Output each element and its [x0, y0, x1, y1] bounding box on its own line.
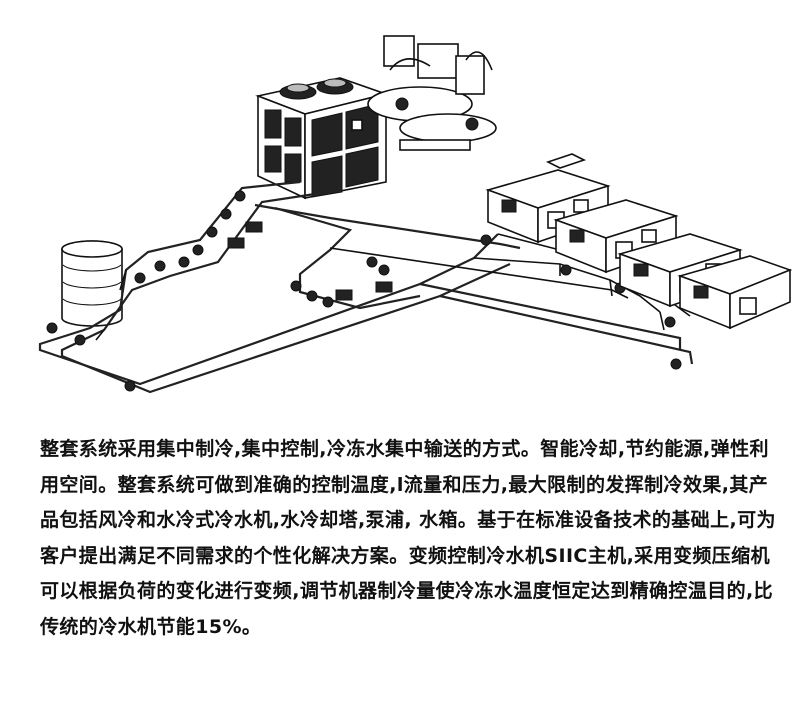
pump-icon: [227, 221, 393, 301]
valve-icon: [46, 190, 682, 392]
description-text: 整套系统采用集中制冷,集中控制,冷冻水集中输送的方式。智能冷却,节约能源,弹性利…: [40, 438, 776, 638]
pipe-network: [38, 180, 694, 394]
injection-machine-icon: [485, 153, 793, 330]
air-cooled-chiller-icon: [255, 77, 389, 200]
chiller-system-diagram: [38, 35, 793, 394]
water-cooled-compressor-icon: [367, 35, 497, 151]
